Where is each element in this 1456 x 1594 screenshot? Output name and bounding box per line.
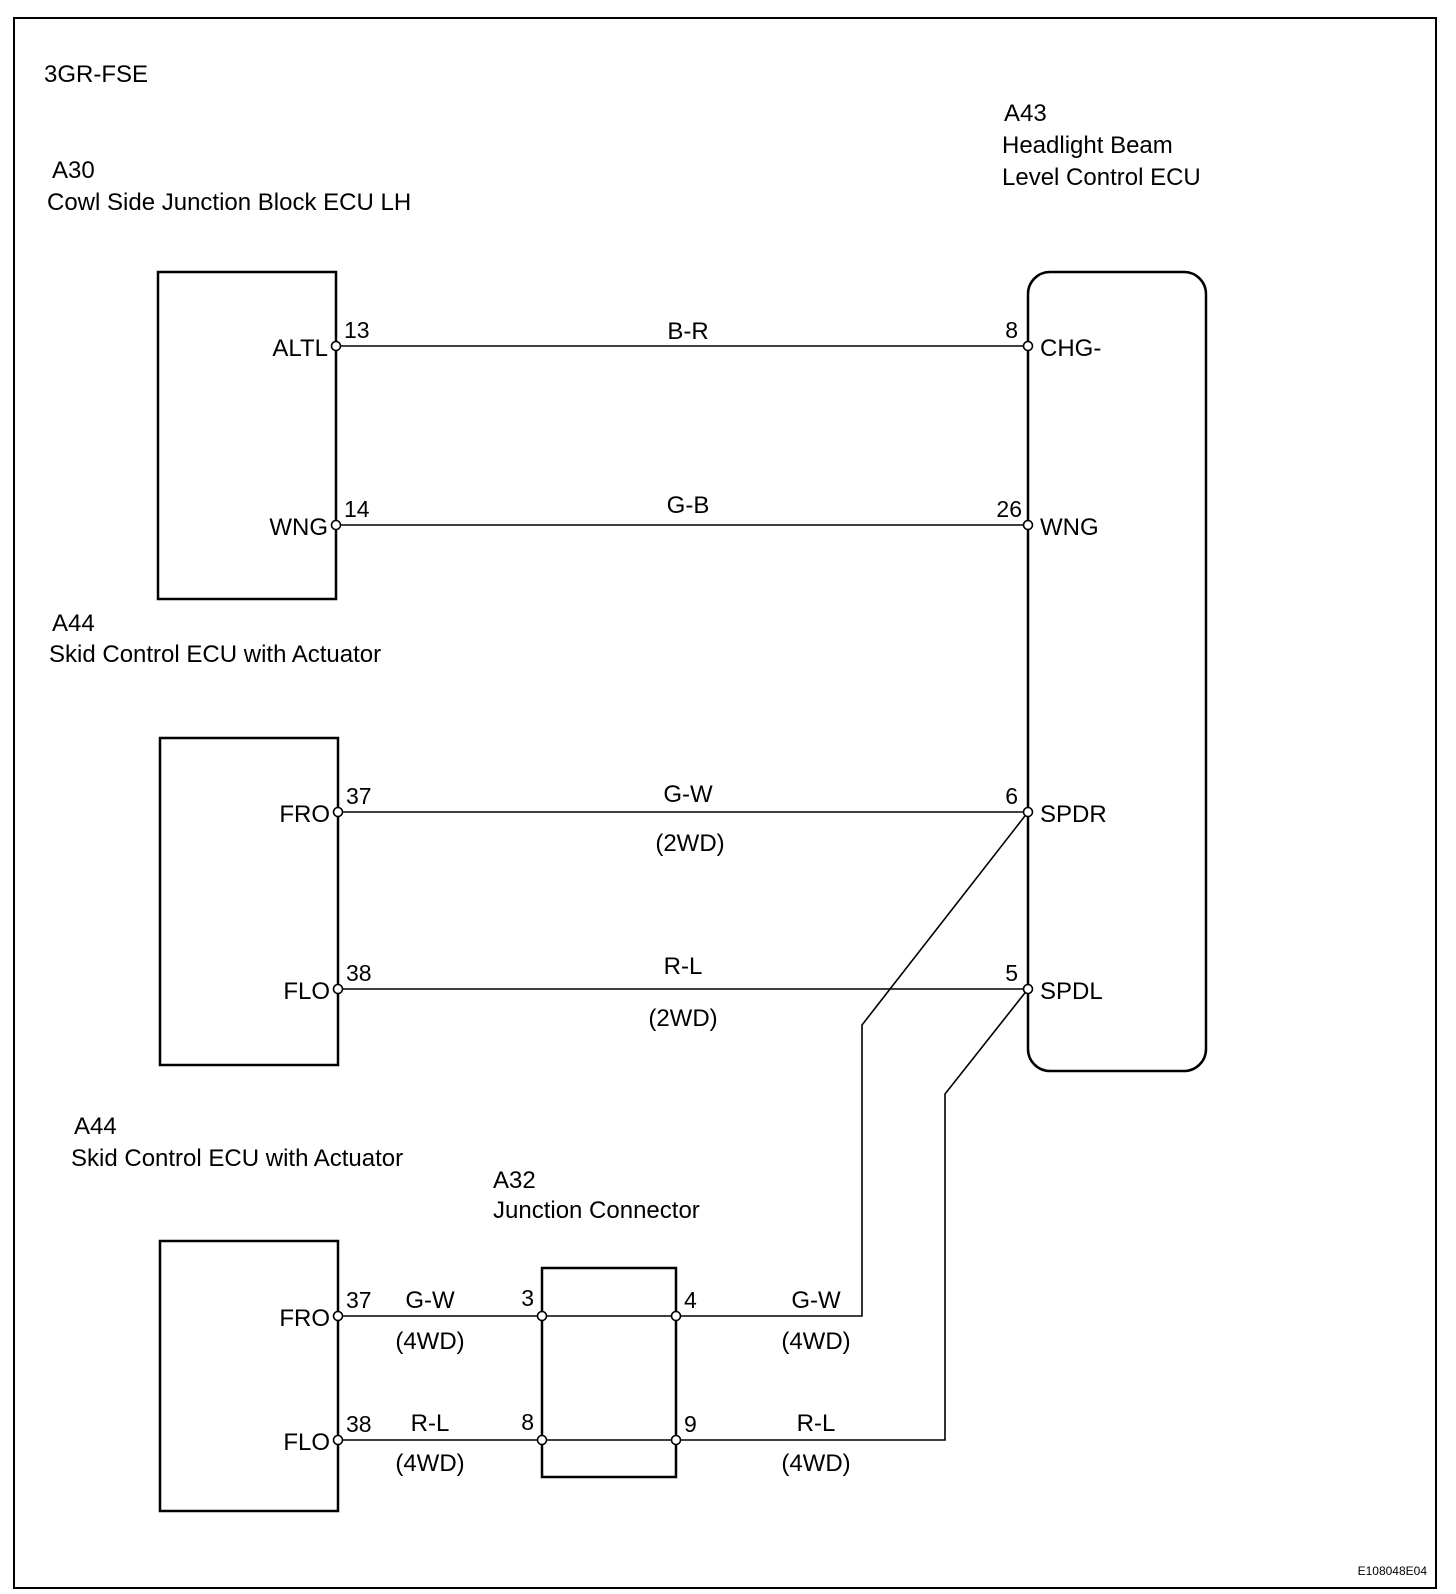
- a30-pin-name-altl: ALTL: [272, 335, 328, 362]
- a44-2wd-pin-name-flo: FLO: [283, 978, 330, 1005]
- terminal-a43-8: [1022, 340, 1034, 352]
- a30-pin-num-14: 14: [344, 496, 370, 522]
- a30-id: A30: [52, 157, 95, 184]
- terminal-a30-14: [330, 519, 342, 531]
- a44-4wd-name: Skid Control ECU with Actuator: [71, 1145, 403, 1172]
- wire-variant-r-l-2wd: (2WD): [648, 1005, 717, 1032]
- a44-4wd-id: A44: [74, 1113, 117, 1140]
- a43-name-line2: Level Control ECU: [1002, 164, 1201, 191]
- wire-r-l-4wd-b: [676, 988, 1029, 1441]
- a43-pin-name-spdr: SPDR: [1040, 801, 1107, 828]
- a44-2wd-pin-name-fro: FRO: [279, 801, 330, 828]
- a32-id: A32: [493, 1167, 536, 1194]
- terminal-a43-26: [1022, 519, 1034, 531]
- wire-label-g-w-2wd: G-W: [663, 781, 713, 808]
- a43-id: A43: [1004, 100, 1047, 127]
- terminal-a44-2wd-38: [332, 983, 344, 995]
- a32-pin-num-3: 3: [521, 1285, 534, 1311]
- a43-pin-num-8: 8: [1005, 317, 1018, 343]
- a44-2wd-name: Skid Control ECU with Actuator: [49, 641, 381, 668]
- component-a43: A43 Headlight Beam Level Control ECU: [1002, 100, 1208, 1073]
- wire-label-b-r: B-R: [667, 318, 708, 345]
- wire-label-r-l-4wd-a: R-L: [411, 1410, 450, 1437]
- a44-4wd-pin-num-37: 37: [346, 1287, 372, 1313]
- document-code: E108048E04: [1358, 1564, 1428, 1578]
- a30-pin-name-wng: WNG: [269, 514, 328, 541]
- a44-4wd-box: [158, 1239, 340, 1513]
- wire-variant-g-w-4wd-a: (4WD): [395, 1328, 464, 1355]
- a43-pin-name-spdl: SPDL: [1040, 978, 1103, 1005]
- wire-variant-g-w-2wd: (2WD): [655, 830, 724, 857]
- terminal-a43-6: [1022, 806, 1034, 818]
- terminal-a32-8: [536, 1434, 548, 1446]
- a30-name: Cowl Side Junction Block ECU LH: [47, 189, 411, 216]
- wire-label-r-l-4wd-b: R-L: [797, 1410, 836, 1437]
- a44-2wd-box: [158, 736, 340, 1067]
- a43-pin-num-6: 6: [1005, 783, 1018, 809]
- a32-box: [540, 1266, 678, 1479]
- component-a44-2wd: A44 Skid Control ECU with Actuator: [49, 610, 381, 1067]
- wire-label-r-l-2wd: R-L: [664, 953, 703, 980]
- terminal-a44-2wd-37: [332, 806, 344, 818]
- wire-label-g-b: G-B: [667, 492, 710, 519]
- a44-4wd-pin-num-38: 38: [346, 1411, 372, 1437]
- a43-pin-num-26: 26: [996, 496, 1022, 522]
- a32-name: Junction Connector: [493, 1197, 700, 1224]
- a32-pin-num-9: 9: [684, 1411, 697, 1437]
- a43-pin-name-wng: WNG: [1040, 514, 1099, 541]
- a43-pin-num-5: 5: [1005, 960, 1018, 986]
- terminal-a43-5: [1022, 983, 1034, 995]
- a32-pin-num-4: 4: [684, 1287, 697, 1313]
- terminal-a32-4: [670, 1310, 682, 1322]
- terminal-a32-9: [670, 1434, 682, 1446]
- component-a44-4wd: A44 Skid Control ECU with Actuator: [71, 1113, 403, 1513]
- terminal-a44-4wd-38: [332, 1434, 344, 1446]
- a44-4wd-pin-name-flo: FLO: [283, 1429, 330, 1456]
- wire-variant-g-w-4wd-b: (4WD): [781, 1328, 850, 1355]
- a44-2wd-id: A44: [52, 610, 95, 637]
- terminal-a30-13: [330, 340, 342, 352]
- terminal-a32-3: [536, 1310, 548, 1322]
- a44-4wd-pin-name-fro: FRO: [279, 1305, 330, 1332]
- wire-label-g-w-4wd-a: G-W: [405, 1287, 455, 1314]
- wire-variant-r-l-4wd-b: (4WD): [781, 1450, 850, 1477]
- a30-pin-num-13: 13: [344, 317, 370, 343]
- a43-name-line1: Headlight Beam: [1002, 132, 1173, 159]
- wire-label-g-w-4wd-b: G-W: [791, 1287, 841, 1314]
- a44-2wd-pin-num-38: 38: [346, 960, 372, 986]
- a32-pin-num-8: 8: [521, 1409, 534, 1435]
- terminal-a44-4wd-37: [332, 1310, 344, 1322]
- a43-pin-name-chg: CHG-: [1040, 335, 1101, 362]
- a30-box: [156, 270, 338, 601]
- wire-variant-r-l-4wd-a: (4WD): [395, 1450, 464, 1477]
- component-a30: A30 Cowl Side Junction Block ECU LH: [47, 157, 411, 601]
- engine-code: 3GR-FSE: [44, 61, 148, 88]
- a44-2wd-pin-num-37: 37: [346, 783, 372, 809]
- wire-g-w-4wd-b: [676, 811, 1029, 1317]
- a43-box: [1026, 270, 1208, 1073]
- component-a32: A32 Junction Connector: [493, 1167, 700, 1479]
- diagram-frame: [13, 17, 1437, 1589]
